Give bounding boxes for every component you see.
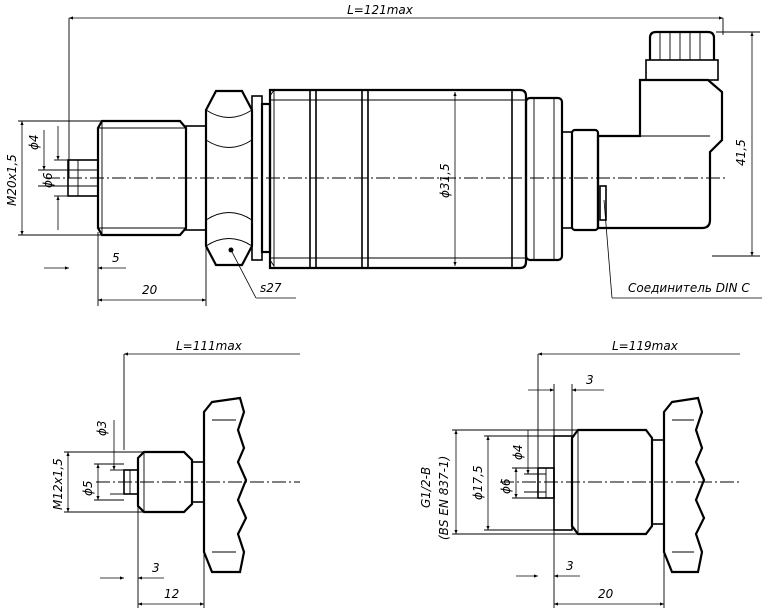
g12-length-3-top-label: 3 <box>586 373 594 387</box>
m12-bore-large-label: ϕ5 <box>81 480 95 496</box>
g12-outer-dia-label: ϕ17,5 <box>471 465 485 500</box>
length-dimensions: 5 20 <box>44 232 207 306</box>
g12-bore-large-label: ϕ6 <box>499 478 513 494</box>
m12-length-12-label: 12 <box>164 587 179 601</box>
connector-label: Соединитель DIN C <box>628 281 750 295</box>
g12-length-20-label: 20 <box>598 587 614 601</box>
sensor-body: ϕ31,5 <box>268 88 528 270</box>
g12-length-label: L=119max <box>612 339 679 353</box>
g12-length-3-bottom-label: 3 <box>566 559 574 573</box>
threaded-fitting <box>96 119 207 237</box>
rear-cap <box>524 96 564 262</box>
wrench-size-label: s27 <box>260 281 282 295</box>
g12-thread-label: G1/2-B <box>419 467 433 508</box>
height-label: 41,5 <box>734 139 748 166</box>
m12-view: L=111max M12x1,5 ϕ5 ϕ3 3 12 <box>51 339 300 608</box>
length-20-label: 20 <box>142 283 158 297</box>
m12-bore-small-label: ϕ3 <box>95 420 109 436</box>
g12-standard-label: (BS EN 837-1) <box>437 456 451 540</box>
connector-leader: Соединитель DIN C <box>603 199 762 299</box>
din-connector <box>596 30 724 230</box>
overall-length-dimension: L=121max <box>68 3 724 178</box>
thread-dimension: M20x1,5 ϕ6 ϕ4 <box>5 120 102 236</box>
main-thread-label: M20x1,5 <box>5 154 19 206</box>
bore-small-label: ϕ4 <box>27 134 41 150</box>
overall-length-label: L=121max <box>347 3 414 17</box>
length-5-label: 5 <box>112 251 120 265</box>
height-dimension: 41,5 <box>712 31 760 257</box>
m12-length-label: L=111max <box>176 339 243 353</box>
bore-large-label: ϕ6 <box>41 172 55 188</box>
main-view: L=121max <box>5 3 762 306</box>
connector-neck <box>561 128 600 232</box>
g12-bore-small-label: ϕ4 <box>511 444 525 460</box>
g12-view: L=119max G1/2-B (BS EN 837-1) ϕ17,5 ϕ6 <box>419 339 740 608</box>
m12-length-3-label: 3 <box>152 561 160 575</box>
wrench-leader: s27 <box>230 249 296 299</box>
m12-thread-label: M12x1,5 <box>51 458 65 510</box>
body-diameter-label: ϕ31,5 <box>438 163 452 198</box>
